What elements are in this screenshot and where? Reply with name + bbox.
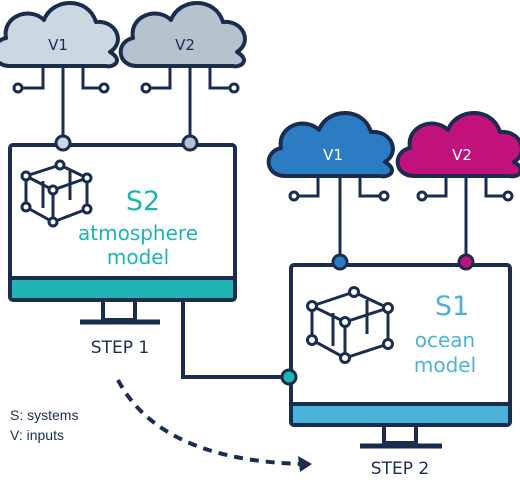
model-cube-icon: [20, 159, 93, 228]
cloud-label-v2: V2: [452, 146, 472, 164]
input-v2-cloud: [395, 111, 520, 271]
model-name-line1: ocean: [415, 328, 475, 352]
cloud-label-v1: V1: [323, 146, 343, 164]
model-cube-icon: [306, 286, 394, 364]
legend: S: systems V: inputs: [10, 405, 78, 445]
system-code-s1: S1: [435, 291, 469, 322]
sequence-arrow: [116, 379, 312, 472]
legend-inputs: V: inputs: [10, 427, 64, 443]
input-v1-cloud: [0, 1, 120, 152]
model-name-line2: model: [107, 245, 169, 269]
input-v2-cloud: [118, 1, 247, 152]
link-wire: [181, 300, 289, 379]
system-code-s2: S2: [126, 186, 160, 217]
input-v1-cloud: [266, 111, 395, 271]
model-name-line1: atmosphere: [78, 221, 198, 245]
cloud-label-v1: V1: [48, 36, 68, 54]
step1-label: STEP 1: [91, 338, 149, 358]
model-name-line2: model: [414, 353, 476, 377]
link-port: [280, 368, 298, 386]
arrowhead-icon: [298, 456, 312, 472]
ocean-monitor: [289, 263, 512, 449]
cloud-label-v2: V2: [175, 36, 195, 54]
step2-label: STEP 2: [371, 459, 429, 479]
legend-systems: S: systems: [10, 407, 79, 423]
